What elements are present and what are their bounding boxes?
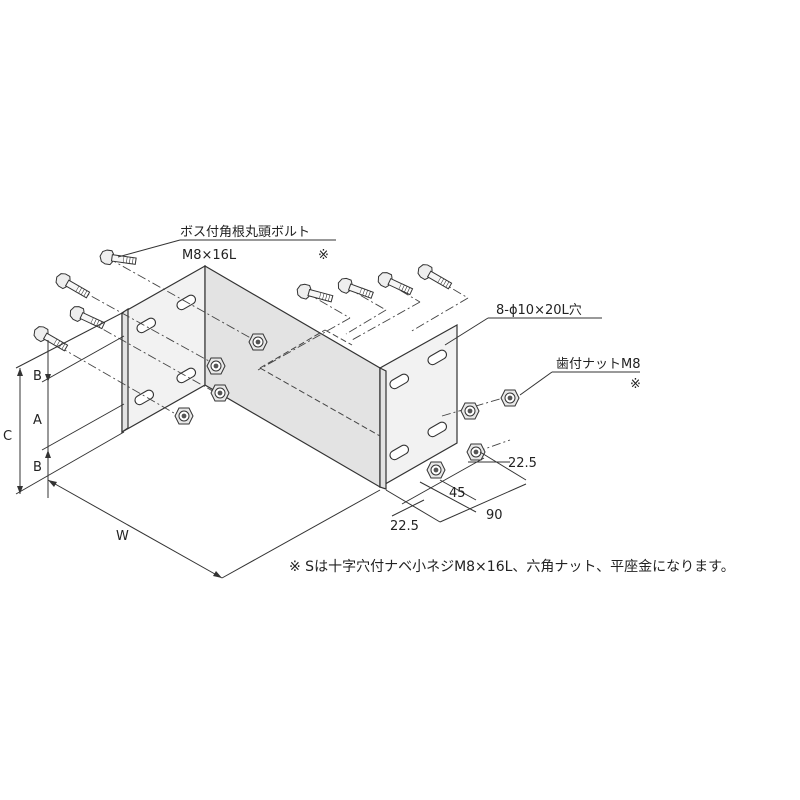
leader-line <box>519 371 553 396</box>
bolt-icon <box>67 303 107 333</box>
nut-icon <box>174 407 194 425</box>
arrow <box>17 486 23 494</box>
nut-mark: ※ <box>630 377 641 392</box>
arrow <box>213 571 222 578</box>
hidden-edge-2 <box>259 367 381 437</box>
slot-hole <box>176 367 197 384</box>
slot-hole <box>427 349 448 366</box>
side-plate <box>204 264 381 489</box>
dim-a: A <box>33 413 42 428</box>
slot-dimensions <box>385 451 527 523</box>
boss-bolt-name-label: ボス付角根丸頭ボルト <box>180 225 310 240</box>
slot-hole <box>389 444 410 461</box>
center-line <box>345 309 387 335</box>
ext-line <box>439 479 477 501</box>
nut-icon <box>210 384 230 402</box>
nut-icon <box>206 357 226 375</box>
bolt-icon <box>414 261 454 293</box>
bolt-icon <box>30 323 70 355</box>
nut-icon <box>426 461 446 479</box>
hidden-edge-3 <box>324 329 353 346</box>
center-line <box>351 301 421 341</box>
slot-hole <box>136 317 157 334</box>
ext-line <box>15 431 125 495</box>
bolt-icon <box>52 270 92 302</box>
slot-hole <box>389 373 410 390</box>
center-line <box>107 257 257 342</box>
slot-hole <box>176 294 197 311</box>
labels: ボス付角根丸頭ボルト M8×16L ※ 8-ϕ10×20L穴 歯付ナットM8 ※… <box>3 225 735 575</box>
dim-22-5-top: 22.5 <box>508 456 537 471</box>
arrow <box>17 368 23 376</box>
footnote: ※ Sは十字穴付ナベ小ネジM8×16L、六角ナット、平座金になります。 <box>289 559 735 575</box>
bolt-icon <box>294 282 335 307</box>
nut-icon <box>500 389 520 407</box>
dim-22-5-bottom: 22.5 <box>390 519 419 534</box>
leader-line <box>444 317 489 346</box>
ext-line <box>41 403 125 451</box>
width-dimension <box>47 479 381 579</box>
ext-line <box>479 451 527 481</box>
ext-line <box>41 335 125 383</box>
dim-90: 90 <box>486 508 503 523</box>
leader-lines <box>117 239 640 396</box>
slot-holes <box>134 294 448 461</box>
hidden-edge <box>259 329 326 369</box>
boss-bolt-spec-label: M8×16L <box>182 248 237 263</box>
slot-hole <box>134 389 155 406</box>
hole-spec-label: 8-ϕ10×20L穴 <box>496 303 582 318</box>
nut-name-label: 歯付ナットM8 <box>556 357 641 372</box>
dim-b-top: B <box>33 369 42 384</box>
dim-line-w <box>47 479 223 579</box>
nut-icon <box>466 443 486 461</box>
ext-line <box>15 311 125 369</box>
bolt-icon <box>98 248 138 269</box>
ext-line <box>419 481 477 513</box>
height-dimensions <box>15 311 125 498</box>
dim-line-22-5b <box>391 499 425 517</box>
arrow <box>45 450 51 458</box>
right-plate <box>379 323 458 489</box>
bolt-icon <box>375 269 415 299</box>
center-line <box>409 297 469 333</box>
nut-icon <box>248 333 268 351</box>
center-line <box>73 312 219 395</box>
nut-icon <box>460 402 480 420</box>
center-line <box>257 317 351 371</box>
leader-line <box>117 239 181 258</box>
arrow <box>45 374 51 382</box>
dim-line-45 <box>401 457 485 505</box>
dim-b-bottom: B <box>33 460 42 475</box>
dim-line-90 <box>439 483 527 523</box>
center-line <box>43 337 187 421</box>
slot-hole <box>427 421 448 438</box>
dim-w: W <box>116 529 129 544</box>
dim-45: 45 <box>449 486 466 501</box>
dim-c: C <box>3 429 12 444</box>
left-plate-edge <box>121 307 129 434</box>
right-plate-edge <box>379 367 387 490</box>
arrow <box>48 480 57 487</box>
ext-line <box>221 489 381 579</box>
boss-bolt-mark: ※ <box>318 248 329 263</box>
bolt-icon <box>335 275 376 303</box>
